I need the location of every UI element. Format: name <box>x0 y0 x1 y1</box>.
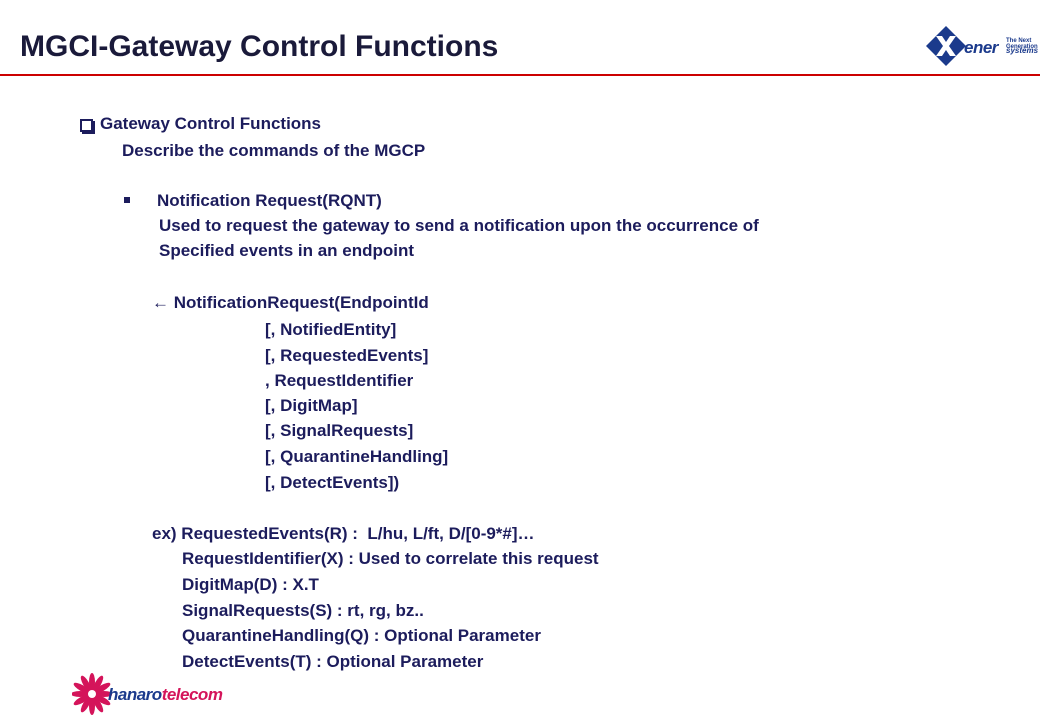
example-line: DigitMap(D) : X.T <box>182 575 319 594</box>
signature-param: [, NotifiedEntity] <box>265 320 397 339</box>
example-line: RequestIdentifier(X) : Used to correlate… <box>182 549 599 568</box>
example-line: SignalRequests(S) : rt, rg, bz.. <box>182 601 424 620</box>
flower-icon <box>72 673 112 715</box>
hanarotelecom-logo-text: hanarotelecom <box>108 685 223 705</box>
section-heading: Gateway Control Functions <box>100 114 322 133</box>
xener-logo-subtext: systems <box>1006 46 1039 55</box>
command-desc-line-2: Specified events in an endpoint <box>159 241 415 260</box>
xener-x-icon <box>926 26 966 66</box>
square-dot-bullet-icon <box>124 197 130 203</box>
signature-param: [, DigitMap] <box>265 396 358 415</box>
command-name: Notification Request(RQNT) <box>157 191 382 210</box>
signature-head-text: NotificationRequest(EndpointId <box>173 293 429 312</box>
section-description: Describe the commands of the MGCP <box>122 141 426 160</box>
signature-head: ← NotificationRequest(EndpointId <box>152 293 429 313</box>
signature-param: [, DetectEvents]) <box>265 473 400 492</box>
xener-logo-text: ener <box>964 38 998 57</box>
left-arrow-icon: ← <box>152 293 169 312</box>
title-rule <box>0 74 1040 76</box>
square-bullet-icon <box>80 119 93 132</box>
signature-param: [, SignalRequests] <box>265 421 414 440</box>
telecom-text: telecom <box>161 685 223 704</box>
signature-param: [, QuarantineHandling] <box>265 447 449 466</box>
signature-param: , RequestIdentifier <box>265 371 414 390</box>
command-desc-line-1: Used to request the gateway to send a no… <box>159 216 759 235</box>
hanaro-text: hanaro <box>108 685 162 704</box>
xener-logo-tagline: The Next Generation <box>1006 38 1038 50</box>
hanarotelecom-logo: hanarotelecom <box>72 672 242 716</box>
example-line: DetectEvents(T) : Optional Parameter <box>182 652 484 671</box>
xener-logo: ener The Next Generation systems <box>924 22 1038 68</box>
example-first-line: ex) RequestedEvents(R) : L/hu, L/ft, D/[… <box>152 524 535 543</box>
signature-param: [, RequestedEvents] <box>265 346 429 365</box>
slide-title: MGCI-Gateway Control Functions <box>20 30 499 63</box>
example-line: QuarantineHandling(Q) : Optional Paramet… <box>182 626 541 645</box>
